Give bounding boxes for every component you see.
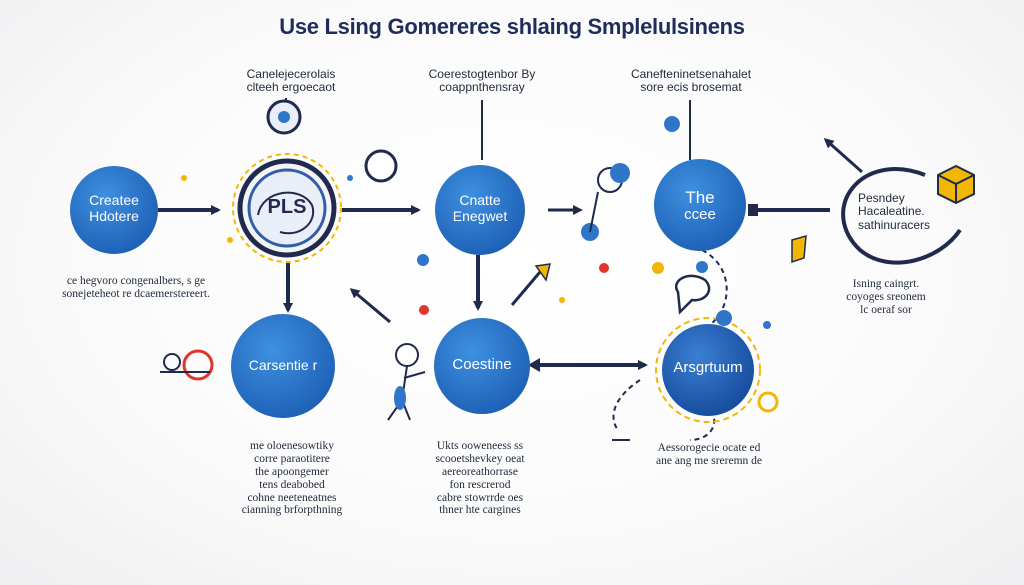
flag-icon [791, 234, 807, 264]
walking-figure-icon [387, 343, 426, 421]
label-bottom-right: Aessorogecie ocate ed ane ang me sreremn… [634, 442, 784, 468]
box-icon [937, 164, 975, 205]
label-left-mid-line2: sonejeteheot re dcaemerstereert. [62, 287, 210, 300]
label-right-mid-line2: coyoges sreonem [846, 290, 926, 303]
label-top-right-line1: Canefteninetsenahalet [630, 67, 752, 81]
label-bottom-left: me oloenesowtiky corre paraotitere the a… [222, 440, 362, 517]
arrow-coestine-left-head [528, 358, 540, 372]
label-bottom-left-line1: me oloenesowtiky [250, 440, 334, 452]
search-icon [364, 149, 398, 183]
arrow-ring-up [823, 138, 863, 174]
label-right-ring-line3: sathinuracers [858, 217, 931, 232]
label-bottom-center-line5: cabre stowrrde oes [436, 491, 524, 504]
target-icon [266, 99, 302, 135]
label-bottom-left-line6: cianning brforpthning [241, 504, 343, 517]
label-right-ring-line1: Pesndey [858, 191, 905, 205]
arrow-diag-up [349, 288, 391, 324]
label-top-right-line2: sore ecis brosemat [640, 80, 742, 95]
label-right-mid-line3: lc oeraf sor [860, 303, 912, 316]
label-bottom-left-line2: corre paraotitere [254, 452, 330, 465]
node-center-top [232, 153, 342, 263]
right-ring [841, 167, 962, 265]
label-bottom-center-line1: Ukts ooweneess ss [436, 440, 524, 452]
label-top-center-line1: Coerestogtenbor By [428, 67, 536, 81]
label-top-center: Coerestogtenbor By coappnthensray [412, 67, 552, 95]
label-right-mid-line1: Isning caingrt. [852, 278, 920, 290]
label-bottom-center: Ukts ooweneess ss scooetshevkey oeat aer… [410, 440, 550, 517]
person-icon [581, 163, 630, 241]
label-right-mid: Isning caingrt. coyoges sreonem lc oeraf… [826, 278, 946, 317]
label-bottom-center-line3: aereoreathorrase [442, 465, 518, 478]
node-coestine [434, 318, 530, 414]
node-create-hdotere [70, 166, 158, 254]
node-the-ccee [654, 159, 746, 251]
pen-icon [510, 263, 551, 306]
label-top-left: Canelejecerolais clteeh ergoecaot [226, 67, 356, 95]
label-bottom-left-line3: the apoongemer [255, 465, 329, 478]
arrow-ring-tail [748, 204, 758, 216]
label-left-mid-line1: ce hegvoro congenalbers, s ge [66, 275, 206, 287]
node-carsentie [231, 314, 335, 418]
node-arsgrtuum [655, 317, 761, 423]
label-bottom-left-line5: cohne neeteneatnes [247, 491, 337, 504]
label-top-right: Canefteninetsenahalet sore ecis brosemat [606, 67, 776, 95]
hand-icon [160, 349, 214, 381]
dashed-link-bottom [612, 379, 641, 431]
label-top-left-line2: clteeh ergoecaot [246, 80, 336, 95]
label-bottom-center-line6: thner hte cargines [439, 504, 521, 517]
label-bottom-left-line4: tens deabobed [259, 478, 325, 491]
node-create-engewet [435, 165, 525, 255]
label-right-ring-line2: Hacaleatine. [858, 204, 925, 219]
label-bottom-center-line4: fon rescrerod [449, 478, 511, 491]
speech-bubble-icon [675, 274, 711, 315]
label-top-center-line2: coappnthensray [439, 80, 525, 95]
accent-dots [181, 116, 779, 413]
label-left-mid: ce hegvoro congenalbers, s ge sonejetehe… [36, 275, 236, 301]
diagram-title: Use Lsing Gomereres shlaing Smplelulsine… [279, 14, 745, 39]
label-bottom-right-line1: Aessorogecie ocate ed [657, 442, 761, 454]
label-bottom-center-line2: scooetshevkey oeat [435, 452, 525, 465]
label-top-left-line1: Canelejecerolais [246, 67, 336, 81]
label-right-ring: Pesndey Hacaleatine. sathinuracers [858, 191, 948, 232]
label-bottom-right-line2: ane ang me sreremn de [655, 454, 762, 467]
